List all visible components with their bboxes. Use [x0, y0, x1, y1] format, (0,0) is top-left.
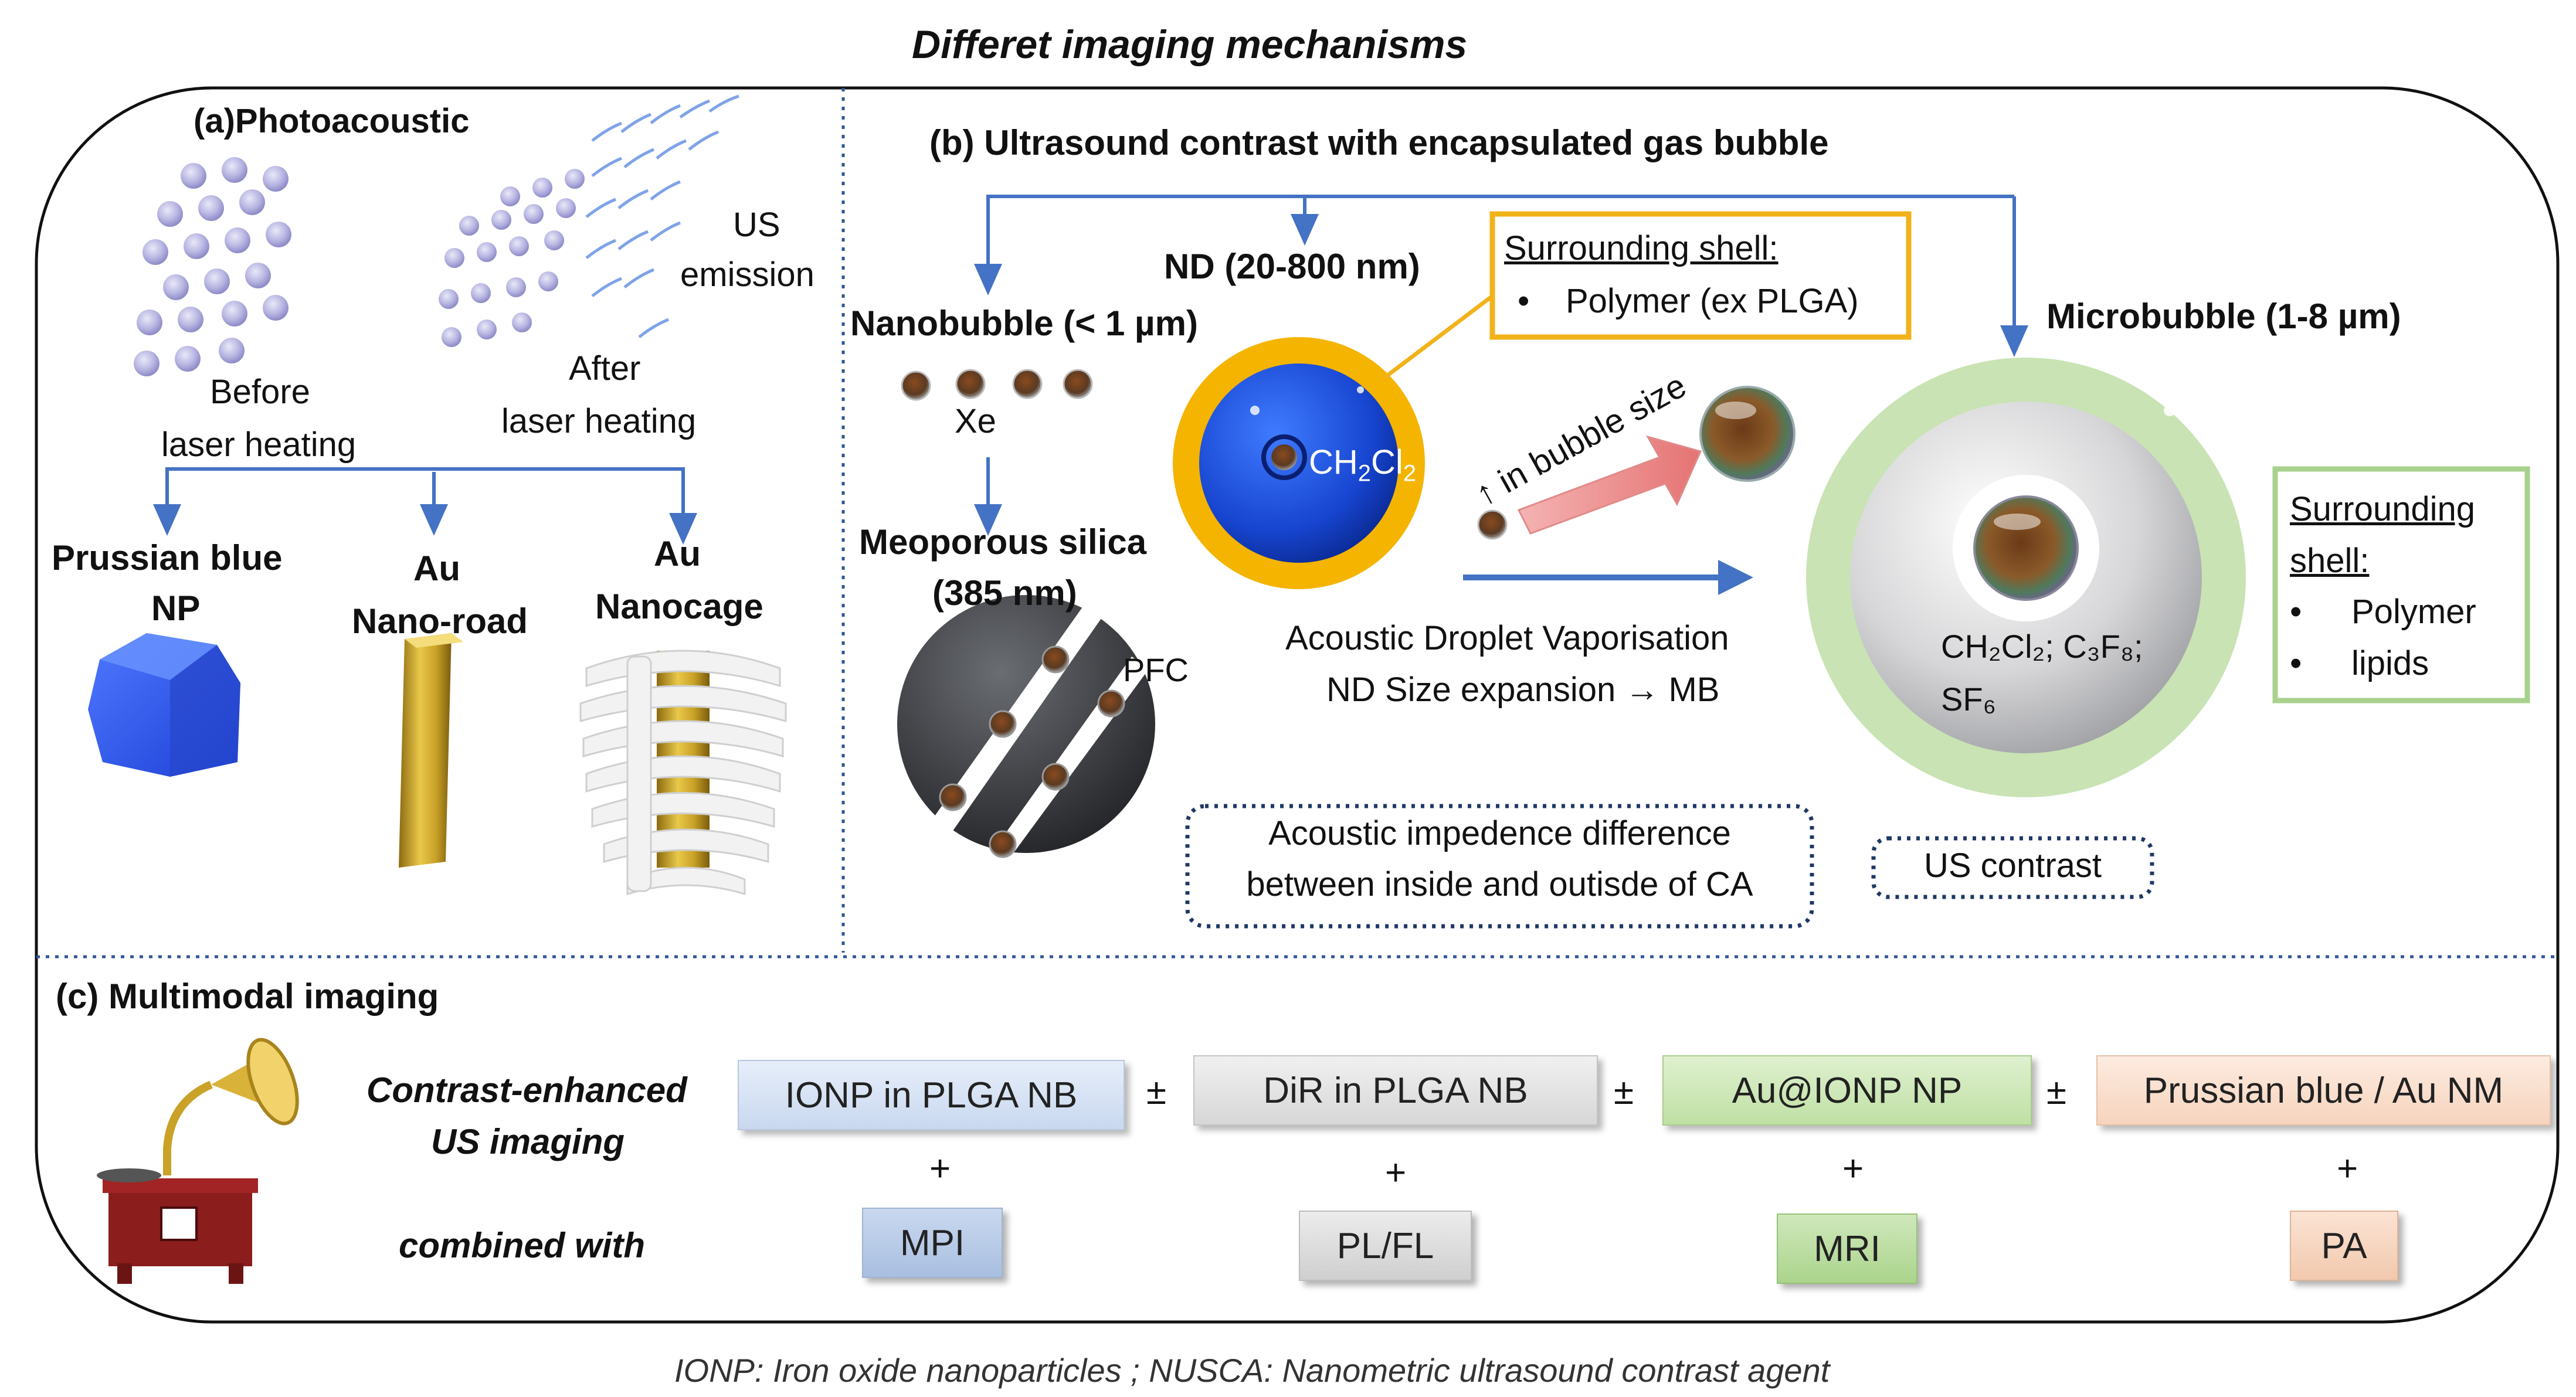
agent-box-3: Au@IONP NP [1662, 1055, 2032, 1126]
panel-a-heading: (a)Photoacoustic [194, 102, 470, 140]
after-heating-particles [439, 169, 585, 347]
silica-label-2: (385 nm) [932, 573, 1077, 613]
impedance-label-1: Acoustic impedence difference [1268, 814, 1731, 852]
prussian-blue-label-1: Prussian blue [52, 538, 283, 577]
nanodroplet-image [1173, 337, 1425, 589]
ch-text: CH [1309, 443, 1358, 481]
shell2-title-1: Surrounding [2290, 490, 2475, 528]
shell1-box [1489, 211, 1912, 340]
shell2-box [2272, 466, 2530, 703]
sub-2b: 2 [1403, 460, 1417, 487]
impedance-box [1185, 804, 1814, 929]
outer-frame [35, 86, 2560, 1324]
prussian-blue-np-image [88, 633, 240, 777]
au-nanocage-label-2: Nanocage [595, 587, 763, 626]
shell2-title-2: shell: [2290, 542, 2370, 580]
row2-label: combined with [399, 1226, 645, 1265]
modality-box-3: MRI [1777, 1214, 1917, 1284]
agent-box-1: IONP in PLGA NB [738, 1060, 1125, 1130]
microbubble-label: Microbubble (1-8 µm) [2046, 297, 2401, 336]
shell1-bullet: • [1518, 282, 1530, 320]
row1-label-2: US imaging [431, 1122, 625, 1161]
nanobubble-label: Nanobubble (< 1 µm) [850, 304, 1198, 343]
gramophone-image [97, 1038, 299, 1284]
before-heating-label-1: Before [210, 373, 310, 411]
before-heating-label-2: laser heating [161, 426, 357, 464]
au-nanocage-label-1: Au [654, 534, 701, 573]
pm-sign-3: ± [2046, 1072, 2067, 1112]
plus-sign-1: + [929, 1148, 951, 1189]
plus-sign-3: + [1842, 1148, 1864, 1189]
xe-nanobubbles [901, 369, 1093, 401]
after-heating-label-2: laser heating [501, 402, 697, 440]
silica-label-1: Meoporous silica [859, 522, 1147, 562]
sub-2a: 2 [1357, 460, 1372, 487]
plus-sign-4: + [2337, 1148, 2358, 1189]
size-increase-arrow [1517, 435, 1702, 535]
au-nanorod-label-1: Au [413, 549, 460, 588]
nd-label: ND (20-800 nm) [1164, 247, 1420, 286]
xe-label: Xe [955, 402, 996, 440]
plus-sign-2: + [1385, 1153, 1407, 1193]
au-nanocage-image [579, 650, 787, 896]
us-emission-label-1: US [733, 206, 780, 244]
modality-box-2: PL/FL [1299, 1211, 1472, 1281]
panel-c-heading: (c) Multimodal imaging [56, 977, 439, 1016]
vaporisation-label-1: Acoustic Droplet Vaporisation [1285, 619, 1729, 657]
impedance-label-2: between inside and outisde of CA [1246, 865, 1753, 903]
us-contrast-label: US contrast [1924, 847, 2102, 885]
panel-b-connectors [974, 195, 2028, 536]
agent-box-4: Prussian blue / Au NM [2096, 1055, 2551, 1126]
mb-gas-line2: SF₆ [1941, 681, 1997, 718]
microbubble-image [1806, 358, 2246, 797]
pfc-label: PFC [1123, 651, 1189, 688]
small-bubble [1477, 509, 1508, 540]
us-contrast-box [1871, 836, 2154, 899]
prussian-blue-label-2: NP [151, 589, 201, 628]
nd-core-formula: CH2Cl2 [1309, 446, 1416, 485]
before-heating-particles [134, 157, 291, 376]
row1-label-1: Contrast-enhanced [366, 1070, 687, 1110]
shell2-item-2: lipids [2351, 644, 2429, 682]
agent-box-2: DiR in PLGA NB [1193, 1055, 1598, 1126]
cl-text: Cl [1371, 443, 1403, 481]
pm-sign-1: ± [1146, 1072, 1167, 1112]
au-nanorod-label-2: Nano-road [352, 601, 528, 641]
shell2-bullet-1: • [2290, 593, 2302, 631]
us-emission-waves [585, 94, 739, 338]
expanded-bubble-image [1699, 386, 1796, 482]
us-emission-label-2: emission [680, 256, 814, 294]
pm-sign-2: ± [1614, 1072, 1634, 1112]
after-heating-label-1: After [569, 349, 641, 388]
footnote: IONP: Iron oxide nanoparticles ; NUSCA: … [674, 1352, 1830, 1389]
panel-a-connectors [153, 467, 697, 545]
shell2-bullet-2: • [2290, 644, 2302, 682]
modality-box-1: MPI [862, 1208, 1003, 1278]
mb-gas-line1: CH₂Cl₂; C₃F₈; [1941, 628, 2143, 665]
au-nanorod-image [399, 633, 463, 868]
mesoporous-silica-image [897, 595, 1155, 868]
shell2-item-1: Polymer [2351, 593, 2476, 631]
shell1-title: Surrounding shell: [1504, 229, 1779, 267]
panel-b-heading: (b) Ultrasound contrast with encapsulate… [929, 123, 1829, 162]
shell1-item: Polymer (ex PLGA) [1566, 282, 1859, 320]
vaporisation-label-2: ND Size expansion → MB [1326, 671, 1720, 709]
modality-box-4: PA [2290, 1211, 2398, 1281]
shell-callout [1382, 294, 1494, 380]
figure-title: Differet imaging mechanisms [912, 22, 1468, 67]
